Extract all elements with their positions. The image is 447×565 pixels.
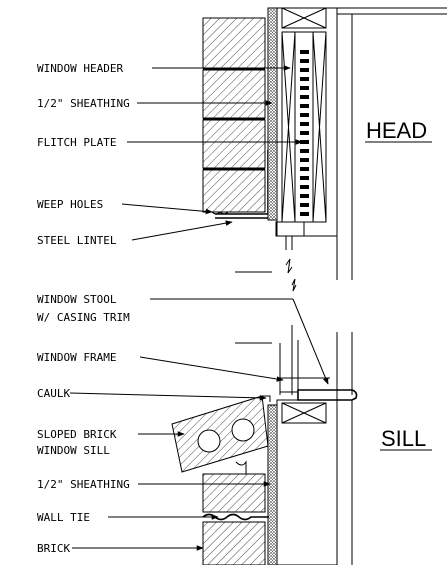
sill-section-geometry bbox=[171, 325, 358, 565]
label-sloped-brick: SLOPED BRICK bbox=[37, 428, 117, 441]
label-weep-holes: WEEP HOLES bbox=[37, 198, 103, 211]
label-window-stool: WINDOW STOOL bbox=[37, 293, 117, 306]
flitch-plate-bolt bbox=[300, 77, 309, 81]
top-plate bbox=[281, 7, 327, 29]
label-brick: BRICK bbox=[37, 542, 70, 555]
head-section-geometry bbox=[202, 7, 447, 292]
label-flitch-plate: FLITCH PLATE bbox=[37, 136, 116, 149]
sill-sheathing bbox=[267, 404, 278, 565]
flitch-plate-bolt bbox=[300, 104, 309, 108]
leader-lines bbox=[69, 65, 432, 551]
caulk-joint bbox=[262, 395, 271, 402]
flitch-plate-bolt bbox=[300, 194, 309, 198]
label-window-frame: WINDOW FRAME bbox=[37, 351, 116, 364]
sill-brick-courses bbox=[202, 460, 269, 565]
flitch-plate-bolt bbox=[300, 212, 309, 216]
flitch-plate bbox=[300, 50, 309, 216]
label-window-sill: WINDOW SILL bbox=[37, 444, 110, 457]
flitch-plate-bolt bbox=[300, 140, 309, 144]
flitch-plate-bolt bbox=[300, 185, 309, 189]
label-steel-lintel: STEEL LINTEL bbox=[37, 234, 117, 247]
section-title-head: HEAD bbox=[366, 118, 427, 143]
flitch-plate-bolt bbox=[300, 149, 309, 153]
flitch-plate-bolt bbox=[300, 176, 309, 180]
label-wall-tie: WALL TIE bbox=[37, 511, 90, 524]
flitch-plate-bolt bbox=[300, 68, 309, 72]
label-caulk: CAULK bbox=[37, 387, 70, 400]
sloped-brick-window-sill bbox=[171, 395, 269, 473]
flitch-plate-bolt bbox=[300, 158, 309, 162]
head-brick-courses bbox=[202, 17, 266, 215]
label-head-sheathing: 1/2" SHEATHING bbox=[37, 97, 130, 110]
label-sill-sheathing: 1/2" SHEATHING bbox=[37, 478, 130, 491]
flitch-plate-bolt bbox=[300, 203, 309, 207]
flitch-plate-bolt bbox=[300, 50, 309, 54]
flitch-plate-bolt bbox=[300, 122, 309, 126]
flitch-plate-bolt bbox=[300, 59, 309, 63]
head-window-jamb bbox=[275, 221, 305, 250]
head-sheathing bbox=[267, 7, 278, 221]
label-window-stool-casing: W/ CASING TRIM bbox=[37, 311, 130, 324]
sill-window-frame bbox=[279, 325, 330, 395]
label-window-header: WINDOW HEADER bbox=[37, 62, 123, 75]
flitch-plate-bolt bbox=[300, 86, 309, 90]
flitch-plate-bolt bbox=[300, 167, 309, 171]
section-title-sill: SILL bbox=[381, 426, 426, 451]
window-stool bbox=[297, 389, 358, 401]
flitch-plate-bolt bbox=[300, 95, 309, 99]
sill-plate bbox=[281, 402, 327, 424]
flitch-plate-bolt bbox=[300, 131, 309, 135]
flitch-plate-bolt bbox=[300, 113, 309, 117]
